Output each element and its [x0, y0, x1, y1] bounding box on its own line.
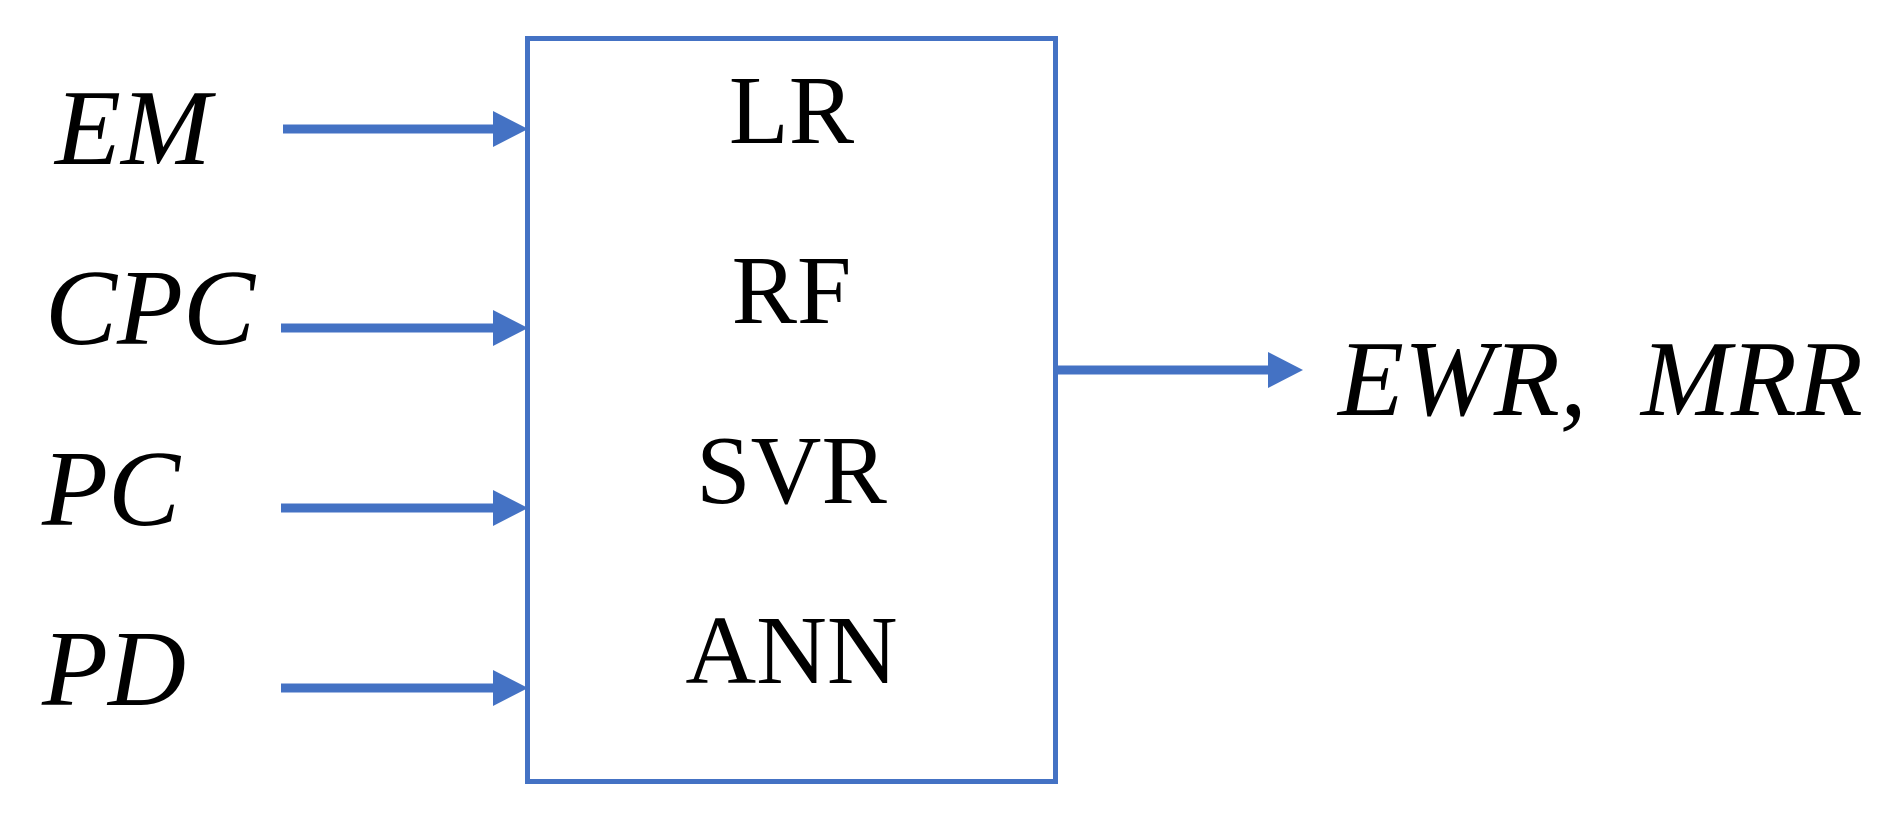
model-label-svr: SVR: [696, 417, 887, 525]
model-box: [525, 36, 1058, 784]
input-label-cpc: CPC: [45, 249, 256, 368]
model-label-rf: RF: [731, 237, 852, 345]
input-arrow-pc: [281, 490, 528, 526]
input-label-pc: PC: [42, 430, 181, 549]
model-label-lr: LR: [728, 57, 855, 165]
input-arrow-cpc: [281, 310, 528, 346]
input-label-em: EM: [55, 69, 211, 188]
input-arrow-em: [283, 111, 528, 147]
output-arrow: [1055, 352, 1303, 388]
input-arrow-pd: [281, 670, 528, 706]
model-label-ann: ANN: [685, 597, 898, 705]
output-label-ewr-mrr: EWR, MRR: [1338, 320, 1863, 439]
input-label-pd: PD: [42, 610, 186, 729]
